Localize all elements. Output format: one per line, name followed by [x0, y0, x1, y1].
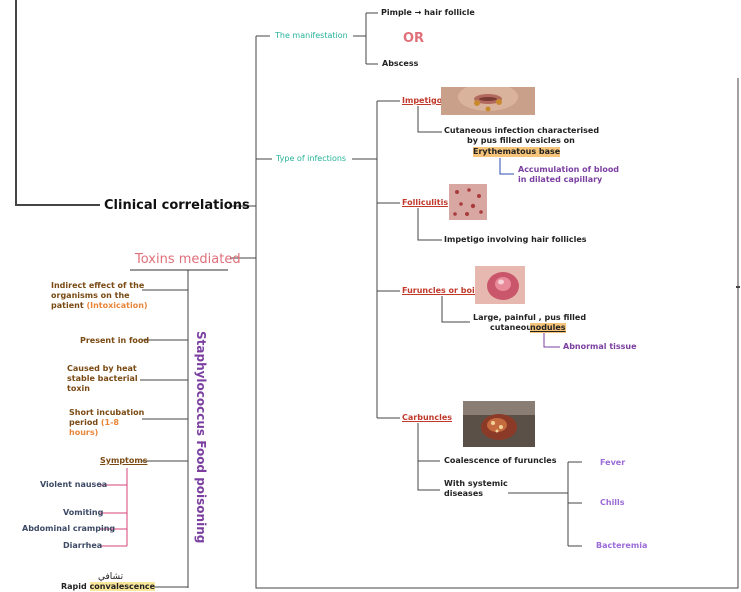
short-incubation-text: Short incubation period (1-8 hours) — [69, 408, 149, 438]
present-in-food-text: Present in food — [80, 336, 149, 346]
diarrhea-text: Diarrhea — [63, 541, 102, 551]
coalescence-text: Coalescence of furuncles — [444, 456, 556, 466]
or-text: OR — [403, 31, 424, 46]
impetigo-image — [441, 87, 535, 115]
blood-accumulation-text: Accumulation of blood in dilated capilla… — [518, 165, 628, 185]
abscess-text: Abscess — [382, 59, 418, 69]
furuncles-desc-1: Large, painful , pus filled — [473, 313, 586, 323]
impetigo-label: Impetigo — [402, 96, 442, 106]
carbuncles-label: Carbuncles — [402, 413, 452, 423]
rapid-text: Rapid — [61, 582, 87, 591]
convalescence-text: convalescence — [90, 582, 156, 591]
erythematous-base: Erythematous base — [473, 147, 560, 157]
staph-food-poisoning-vertical: Staphylococcus Food poisoning — [194, 331, 208, 497]
intoxication-text: (Intoxication) — [86, 301, 147, 310]
caused-by-toxin-text: Caused by heat stable bacterial toxin — [67, 364, 143, 394]
manifestation-label: The manifestation — [275, 31, 348, 41]
nodules-text: nodules — [530, 323, 566, 333]
type-of-infections-label: Type of infections — [276, 154, 346, 164]
abdominal-cramping-text: Abdominal cramping — [22, 524, 115, 534]
clinical-correlations-title: Clinical correlations — [104, 198, 250, 213]
symptoms-label: Symptoms — [100, 456, 147, 466]
toxins-mediated-title: Toxins mediated — [135, 252, 241, 267]
rapid-convalescence-text: Rapid convalescence — [61, 582, 155, 592]
carbuncle-image — [463, 401, 535, 447]
folliculitis-desc: Impetigo involving hair follicles — [444, 235, 587, 245]
systemic-text: With systemic diseases — [444, 479, 514, 499]
violent-nausea-text: Violent nausea — [40, 480, 107, 490]
furuncle-image — [475, 266, 525, 304]
impetigo-desc-1: Cutaneous infection characterised — [444, 126, 599, 136]
abnormal-tissue-text: Abnormal tissue — [563, 342, 637, 352]
arabic-text: تشافي — [98, 572, 123, 582]
impetigo-desc-2: by pus filled vesicles on — [467, 136, 575, 146]
bacteremia-text: Bacteremia — [596, 541, 647, 551]
furuncles-label: Furuncles or boils — [402, 286, 482, 296]
pimple-text: Pimple → hair follicle — [381, 8, 475, 18]
edge-mark — [736, 286, 740, 288]
chills-text: Chills — [600, 498, 625, 508]
fever-text: Fever — [600, 458, 625, 468]
vomiting-text: Vomiting — [63, 508, 103, 518]
folliculitis-label: Folliculitis — [402, 198, 448, 208]
indirect-effect-text: Indirect effect of the organisms on the … — [51, 281, 151, 311]
folliculitis-image — [449, 184, 487, 220]
